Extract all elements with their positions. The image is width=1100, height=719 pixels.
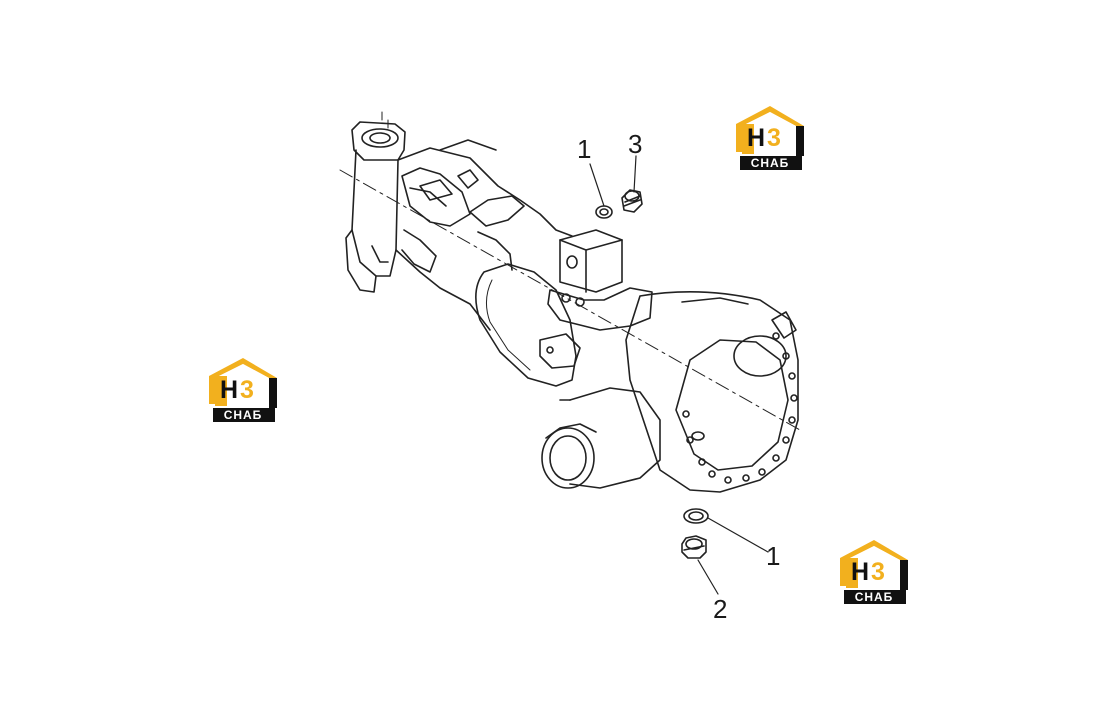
logo-digit: 3: [240, 376, 254, 404]
callout-2: 2: [713, 594, 727, 624]
callout-1-top: 1: [577, 134, 591, 164]
washer-top: [595, 205, 613, 219]
leader-1-top: [589, 163, 605, 207]
callout-3: 3: [628, 129, 642, 159]
logo-word: СНАБ: [223, 408, 263, 422]
leader-3: [633, 155, 637, 193]
washer-bottom: [683, 508, 709, 524]
logo-digit: 3: [767, 124, 781, 152]
axle-arm: [395, 139, 573, 331]
callout-1-bottom: 1: [766, 541, 780, 571]
leader-1-bottom: [707, 517, 769, 553]
watermark-logo-left: Н 3 СНАБ: [207, 358, 283, 428]
differential-housing: [625, 291, 799, 493]
logo-digit: 3: [871, 558, 885, 586]
leader-2: [697, 559, 719, 595]
logo-word: СНАБ: [750, 156, 790, 170]
logo-letters: Н: [747, 124, 766, 152]
logo-letters: Н: [220, 376, 239, 404]
logo-word: СНАБ: [854, 590, 894, 604]
axle-tube-right: [541, 387, 661, 489]
drain-plug: [681, 535, 707, 559]
mounting-pad: [539, 229, 653, 369]
shield-plate: [475, 263, 577, 387]
logo-letters: Н: [851, 558, 870, 586]
watermark-logo-top-right: Н 3 СНАБ: [734, 106, 810, 176]
fill-plug: [621, 189, 643, 213]
watermark-logo-bottom-right: Н 3 СНАБ: [838, 540, 914, 610]
steering-knuckle-boss: [345, 121, 406, 293]
